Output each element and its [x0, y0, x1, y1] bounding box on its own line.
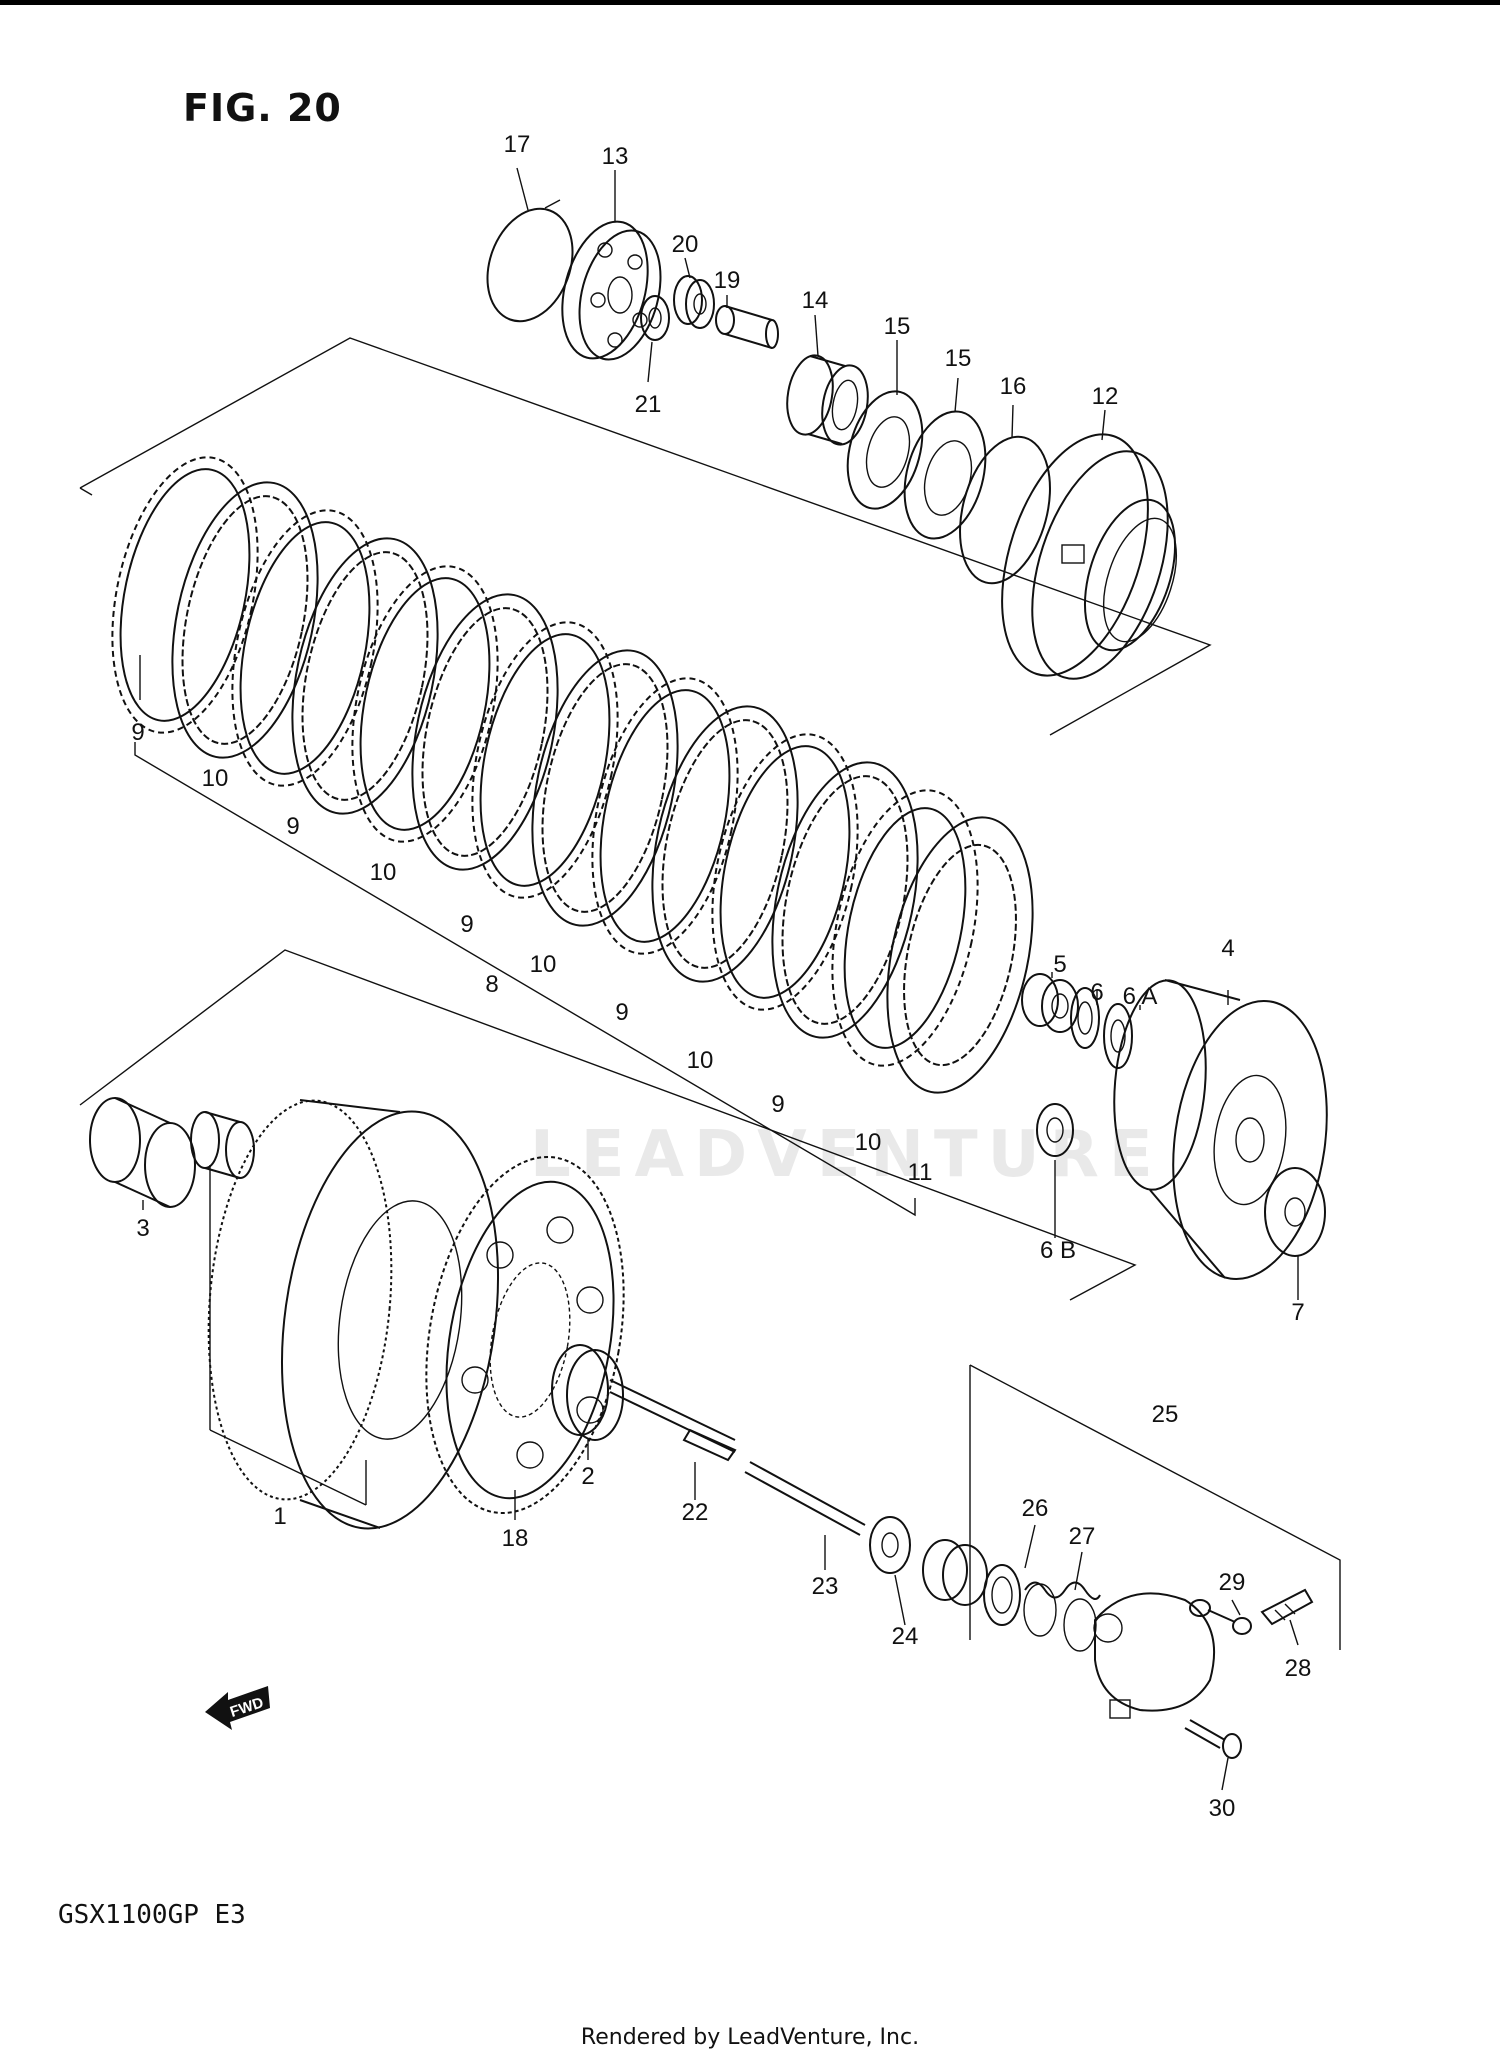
part-20-bearing — [673, 275, 715, 329]
callout-20: 20 — [672, 231, 699, 258]
callout-6b: 6 B — [1040, 1237, 1076, 1264]
part-12-pressure-plate — [1001, 433, 1177, 680]
callout-22: 22 — [682, 1499, 709, 1526]
callout-4: 4 — [1221, 935, 1234, 962]
part-30-bolt — [1184, 1719, 1242, 1759]
part-22-push-rod-short — [609, 1379, 737, 1462]
callout-30: 30 — [1209, 1795, 1236, 1822]
group-bracket-housing — [79, 949, 1137, 1506]
part-24-oil-seal — [869, 1516, 911, 1574]
callout-10-e: 10 — [855, 1129, 882, 1156]
part-23-push-rod-long — [744, 1461, 866, 1536]
callout-1: 1 — [273, 1503, 286, 1530]
callout-9-e: 9 — [771, 1091, 784, 1118]
top-border — [0, 0, 1500, 5]
callout-9-a: 9 — [131, 719, 144, 746]
part-2-thrust-washer — [551, 1344, 624, 1441]
callout-28: 28 — [1285, 1655, 1312, 1682]
callout-11: 11 — [908, 1159, 933, 1186]
part-18-primary-driven-gear — [425, 1155, 625, 1515]
callout-24: 24 — [892, 1623, 919, 1650]
part-14-spring-seat — [786, 354, 869, 446]
callout-18: 18 — [502, 1525, 529, 1552]
figure-title: FIG. 20 — [183, 86, 342, 130]
callout-2: 2 — [581, 1463, 594, 1490]
part-15-spring-washer-b — [903, 410, 987, 540]
callout-15-a: 15 — [884, 313, 911, 340]
part-25-piston-seal — [922, 1539, 988, 1606]
callout-9-d: 9 — [615, 999, 628, 1026]
fwd-arrow-icon: FWD — [205, 1686, 270, 1730]
callout-27: 27 — [1069, 1523, 1096, 1550]
part-13-lifter-plate — [561, 220, 662, 361]
render-credit: Rendered by LeadVenture, Inc. — [580, 2025, 920, 2050]
part-15-spring-washer-a — [846, 390, 924, 510]
callout-23: 23 — [812, 1573, 839, 1600]
group-bracket-pressure-plate — [79, 337, 1212, 736]
part-spacer-sleeve — [190, 1111, 255, 1179]
part-16-wire-ring — [959, 435, 1051, 585]
callout-16: 16 — [1000, 373, 1027, 400]
part-3-needle-bearing — [89, 1097, 196, 1208]
callout-10-a: 10 — [202, 765, 229, 792]
group-bracket-plates — [134, 742, 916, 1217]
callout-14: 14 — [802, 287, 829, 314]
callout-7: 7 — [1291, 1299, 1304, 1326]
callout-10-c: 10 — [530, 951, 557, 978]
part-28-bleeder-valve — [1260, 1588, 1314, 1626]
part-27-spring — [1023, 1581, 1101, 1652]
part-6a-washer — [1103, 1003, 1133, 1069]
part-26-piston-ring — [983, 1564, 1021, 1626]
callout-26: 26 — [1022, 1495, 1049, 1522]
callout-13: 13 — [602, 143, 629, 170]
part-6b-lock-washer — [1036, 1103, 1074, 1157]
part-6-washer — [1070, 987, 1100, 1049]
callout-19: 19 — [714, 267, 741, 294]
callout-6: 6 — [1090, 979, 1103, 1006]
callout-8: 8 — [485, 971, 498, 998]
part-release-cylinder-body — [1093, 1592, 1216, 1719]
part-7-washer — [1264, 1167, 1326, 1257]
part-29-bleeder-cap — [1189, 1599, 1252, 1635]
model-code: GSX1100GP E3 — [58, 1900, 246, 1930]
callout-10-b: 10 — [370, 859, 397, 886]
callout-15-b: 15 — [945, 345, 972, 372]
callout-10-d: 10 — [687, 1047, 714, 1074]
callout-21: 21 — [635, 391, 662, 418]
callout-17: 17 — [504, 131, 531, 158]
part-4-clutch-hub — [1113, 979, 1328, 1281]
clutch-plate-stack — [111, 456, 1034, 1094]
callout-3: 3 — [136, 1215, 149, 1242]
part-21-washer — [640, 295, 670, 341]
leader-lines — [139, 167, 1299, 1791]
callout-labels: 17 13 20 19 21 14 15 15 16 12 9 10 9 10 … — [131, 131, 1311, 1822]
callout-9-c: 9 — [460, 911, 473, 938]
group-bracket-release-cylinder — [969, 1364, 1341, 1650]
callout-6a: 6 A — [1123, 983, 1158, 1010]
part-19-lifter-piece — [715, 305, 779, 349]
part-1-clutch-housing — [207, 1099, 500, 1530]
part-5-spacer — [1021, 973, 1079, 1033]
callout-25: 25 — [1152, 1401, 1179, 1428]
callout-12: 12 — [1092, 383, 1119, 410]
callout-29: 29 — [1219, 1569, 1246, 1596]
callout-9-b: 9 — [286, 813, 299, 840]
callout-5: 5 — [1053, 951, 1066, 978]
